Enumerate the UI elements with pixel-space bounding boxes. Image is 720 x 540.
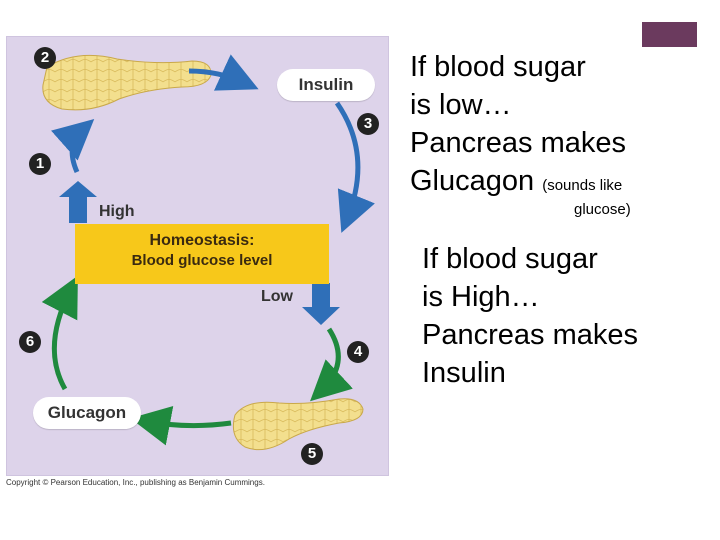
step-1-badge: 1 <box>29 153 51 175</box>
step-2-badge: 2 <box>34 47 56 69</box>
low-line-4: Glucagon (sounds like <box>410 162 626 205</box>
high-line-4: Insulin <box>422 357 506 389</box>
accent-box <box>642 22 697 47</box>
low-line-2: is low… <box>410 89 512 121</box>
step-4-badge: 4 <box>347 341 369 363</box>
homeostasis-subtitle: Blood glucose level <box>131 252 273 269</box>
high-line-2: is High… <box>422 281 540 313</box>
insulin-label: Insulin <box>277 69 375 101</box>
low-label: Low <box>261 288 293 305</box>
step-6-badge: 6 <box>19 331 41 353</box>
homeostasis-title: Homeostasis: <box>149 232 255 249</box>
step-5-badge: 5 <box>301 443 323 465</box>
step-3-badge: 3 <box>357 113 379 135</box>
homeostasis-box: Homeostasis: Blood glucose level <box>75 224 329 284</box>
glucose-homeostasis-diagram: Insulin Glucagon Homeostasis: Blood gluc… <box>6 36 389 476</box>
pancreas-bottom-illustration <box>232 398 364 451</box>
high-sugar-text: If blood sugar is High… Pancreas makes I… <box>422 240 638 392</box>
low-line-4-main: Glucagon <box>410 165 535 197</box>
high-label: High <box>99 203 135 220</box>
low-line-5-note: glucose) <box>574 201 631 218</box>
low-line-1: If blood sugar <box>410 51 586 83</box>
glucagon-label: Glucagon <box>33 397 141 429</box>
pancreas-top-illustration <box>42 54 212 111</box>
low-sugar-text: If blood sugar is low… Pancreas makes Gl… <box>410 48 626 205</box>
copyright-notice: Copyright © Pearson Education, Inc., pub… <box>6 478 265 487</box>
high-line-3: Pancreas makes <box>422 319 638 351</box>
diagram-arrows <box>41 54 375 451</box>
low-line-4-note: (sounds like <box>542 177 623 194</box>
high-line-1: If blood sugar <box>422 243 598 275</box>
low-line-3: Pancreas makes <box>410 127 626 159</box>
